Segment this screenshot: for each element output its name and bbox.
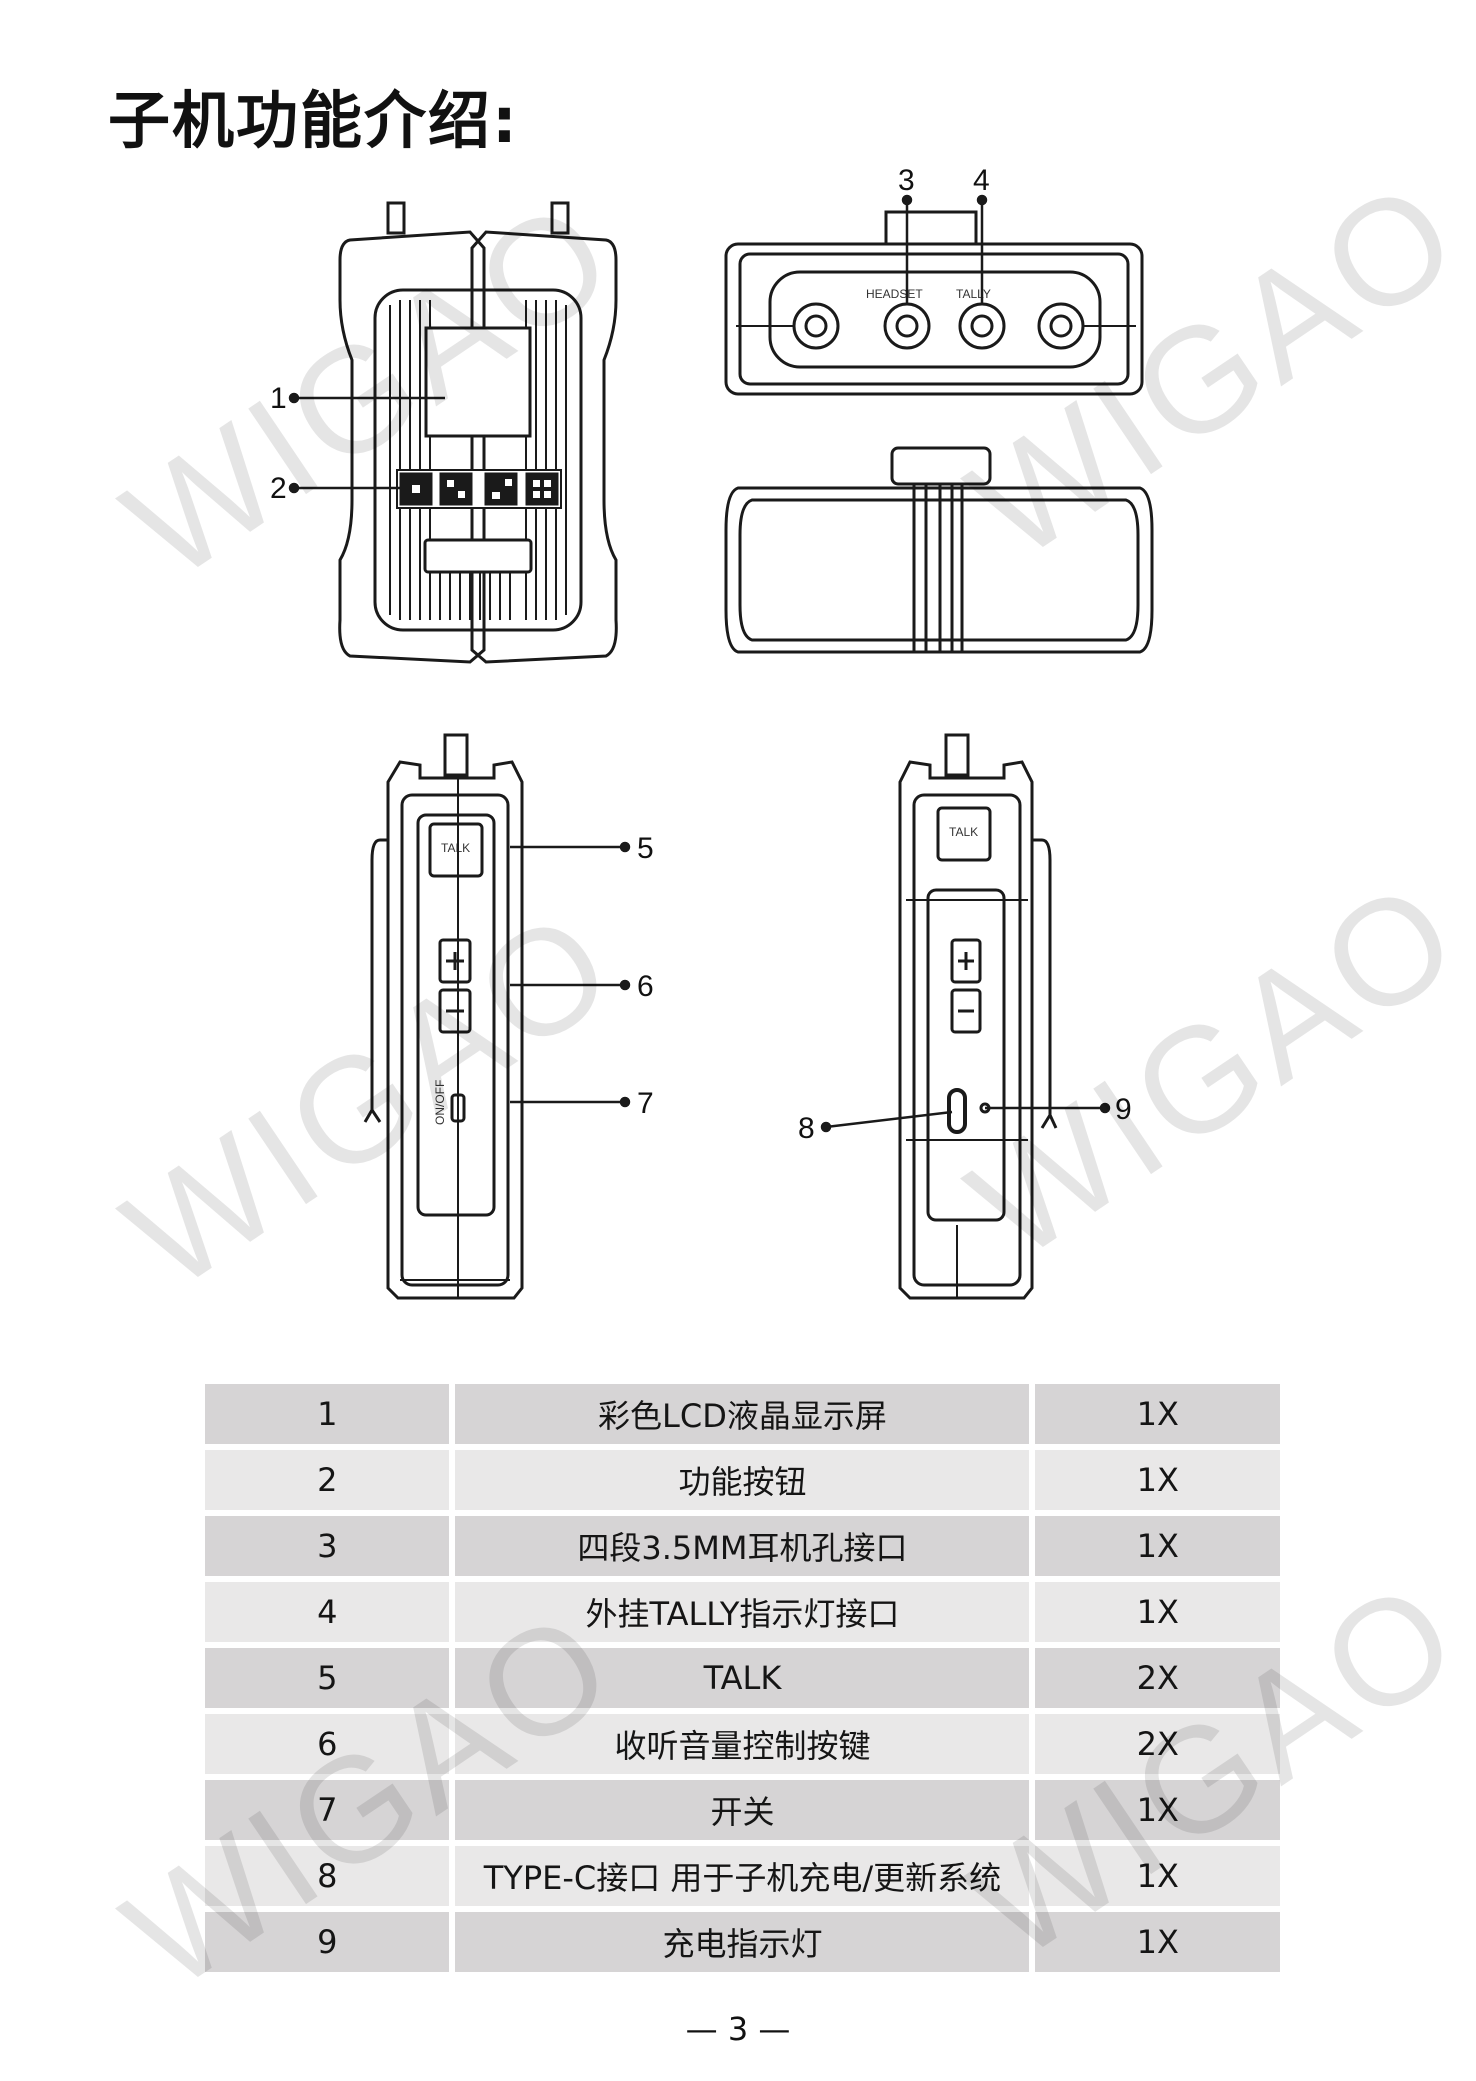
callout-3: 3 (898, 164, 915, 197)
row-name: 外挂TALLY指示灯接口 (455, 1582, 1036, 1642)
row-index: 5 (205, 1648, 456, 1708)
page-title: 子机功能介绍: (108, 84, 519, 157)
callout-8: 8 (798, 1112, 815, 1145)
row-name: 收听音量控制按键 (455, 1714, 1036, 1774)
function-button-4 (525, 472, 559, 506)
row-index: 3 (205, 1516, 456, 1576)
row-name: 功能按钮 (455, 1450, 1036, 1510)
row-index: 6 (205, 1714, 456, 1774)
callout-2: 2 (270, 472, 287, 505)
function-button-2 (439, 472, 473, 506)
row-quantity: 1X (1035, 1582, 1280, 1642)
left-side-view: TALK ON/OFF (363, 733, 524, 1300)
callout-4: 4 (973, 164, 990, 197)
row-quantity: 1X (1035, 1846, 1280, 1906)
tally-jack-label: TALLY (956, 287, 991, 301)
row-quantity: 1X (1035, 1450, 1280, 1510)
callout-6: 6 (637, 970, 654, 1003)
page-number: — 3 — (685, 2010, 791, 2048)
talk-button-label: TALK (441, 841, 470, 855)
row-quantity: 2X (1035, 1648, 1280, 1708)
callout-5: 5 (637, 832, 654, 865)
row-name: TALK (455, 1648, 1036, 1708)
row-index: 7 (205, 1780, 456, 1840)
top-view: HEADSET TALLY (724, 210, 1144, 396)
row-name: 开关 (455, 1780, 1036, 1840)
row-name: 充电指示灯 (455, 1912, 1036, 1972)
row-index: 2 (205, 1450, 456, 1510)
function-button-3 (484, 472, 518, 506)
row-index: 9 (205, 1912, 456, 1972)
talk-button-label-right: TALK (949, 825, 978, 839)
callout-9: 9 (1115, 1093, 1132, 1126)
callout-7: 7 (637, 1087, 654, 1120)
power-switch-label: ON/OFF (433, 1080, 447, 1125)
row-quantity: 1X (1035, 1384, 1280, 1444)
row-index: 4 (205, 1582, 456, 1642)
lcd-screen (424, 326, 532, 438)
back-view (724, 446, 1154, 654)
row-index: 1 (205, 1384, 456, 1444)
headset-jack-label: HEADSET (866, 287, 923, 301)
row-quantity: 1X (1035, 1516, 1280, 1576)
device-diagram: HEADSET TALLY TALK ON/OFF TALK (270, 164, 1154, 1300)
front-view (338, 201, 618, 664)
row-name: 彩色LCD液晶显示屏 (455, 1384, 1036, 1444)
callout-lines (288, 194, 1111, 1133)
row-name: 四段3.5MM耳机孔接口 (455, 1516, 1036, 1576)
row-quantity: 2X (1035, 1714, 1280, 1774)
row-quantity: 1X (1035, 1912, 1280, 1972)
usb-c-port (947, 1088, 967, 1134)
row-name: TYPE-C接口 用于子机充电/更新系统 (455, 1846, 1036, 1906)
row-quantity: 1X (1035, 1780, 1280, 1840)
row-index: 8 (205, 1846, 456, 1906)
right-side-view: TALK (898, 733, 1058, 1300)
callout-1: 1 (270, 382, 287, 415)
